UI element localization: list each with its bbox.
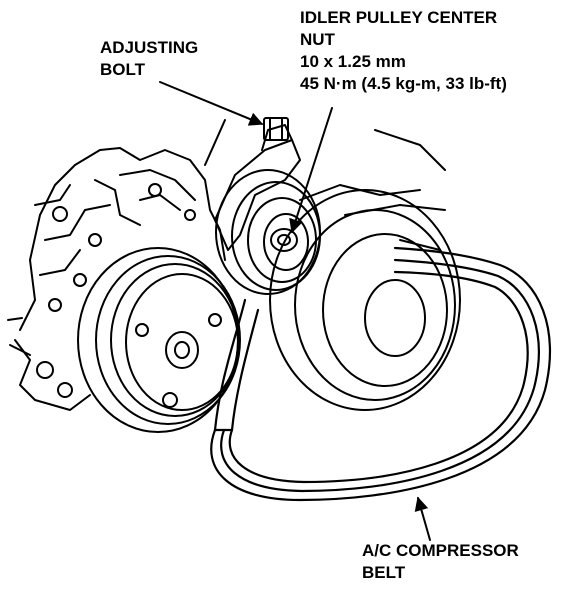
idler-pulley (215, 169, 321, 295)
adjusting-bolt-arrow (159, 81, 264, 126)
back-pulley (269, 189, 461, 411)
ac-compressor-pulley (77, 247, 241, 433)
ac-belt-arrow (414, 496, 431, 541)
ac-compressor-belt-label: A/C COMPRESSOR BELT (362, 541, 519, 582)
adjusting-bolt-label: ADJUSTING BOLT (100, 38, 199, 79)
idler-nut-arrow (289, 107, 333, 234)
engine-block (7, 147, 226, 411)
adjusting-bolt (263, 117, 289, 141)
idler-center-nut (270, 228, 298, 252)
ac-compressor-belt (210, 246, 552, 502)
idler-pulley-nut-label: IDLER PULLEY CENTER NUT 10 x 1.25 mm 45 … (300, 8, 507, 93)
